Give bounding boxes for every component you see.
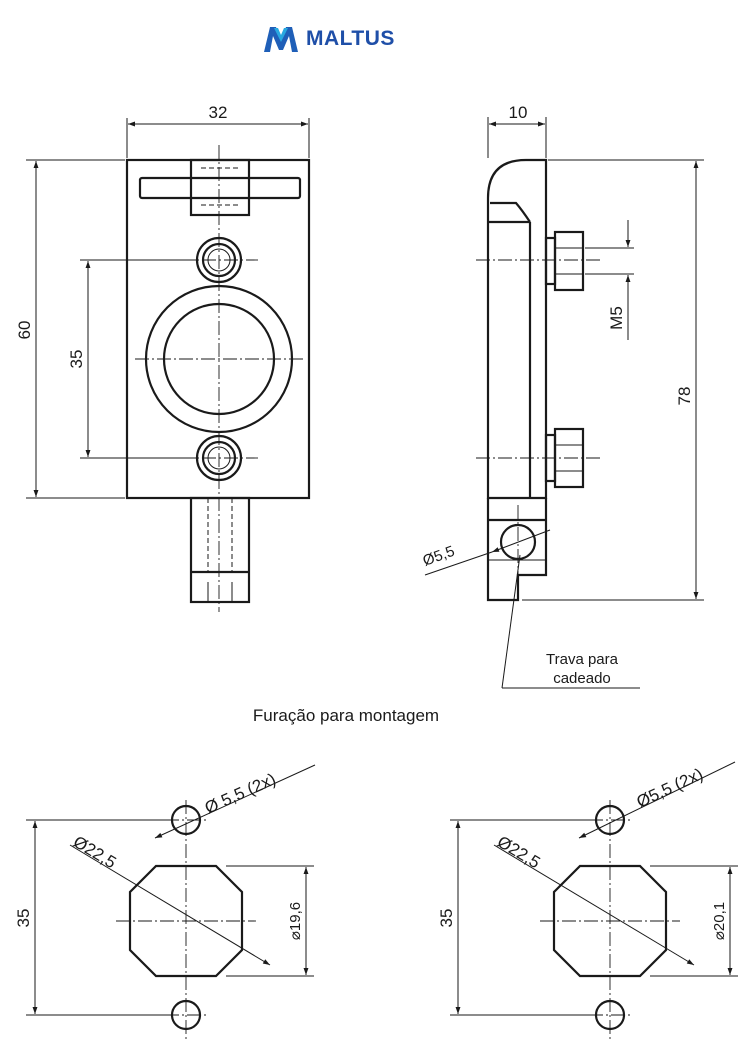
front-hinge-bar bbox=[138, 176, 302, 200]
front-height-dimension: 60 bbox=[15, 321, 34, 340]
side-length-dimension: 78 bbox=[675, 387, 694, 406]
front-width-dimension: 32 bbox=[209, 103, 228, 122]
mount-left-hole-dimension: Ø 5,5 (2x) bbox=[202, 770, 279, 818]
lock-note-line1: Trava para bbox=[546, 651, 619, 668]
side-upper-nut bbox=[553, 230, 585, 292]
mounting-left: 35 ⌀19,6 Ø22,5 Ø 5,5 (2x) bbox=[14, 764, 316, 1040]
logo-text: MALTUS bbox=[306, 27, 395, 50]
mount-right-hole-dimension: Ø5,5 (2x) bbox=[634, 764, 706, 811]
mount-right-diameter-dimension: Ø22,5 bbox=[494, 832, 543, 872]
side-thickness-dimension: 10 bbox=[509, 103, 528, 122]
mount-left-spacing-dimension: 35 bbox=[14, 909, 33, 928]
mount-right-cutout bbox=[552, 864, 668, 978]
mounting-right: 35 ⌀20,1 Ø22,5 Ø5,5 (2x) bbox=[437, 761, 738, 1040]
front-hinge-block bbox=[189, 158, 251, 217]
maltus-m-logo-icon bbox=[264, 27, 298, 52]
mount-right-flat-dimension: ⌀20,1 bbox=[711, 902, 728, 940]
lock-note-line2: cadeado bbox=[553, 670, 611, 687]
mounting-title: Furação para montagem bbox=[253, 706, 439, 725]
front-view: 32 60 35 bbox=[15, 103, 311, 612]
mount-right-spacing-dimension: 35 bbox=[437, 909, 456, 928]
mount-left-flat-dimension: ⌀19,6 bbox=[287, 902, 304, 940]
front-hole-spacing-dimension: 35 bbox=[67, 350, 86, 369]
side-thread-dimension: M5 bbox=[607, 306, 626, 330]
side-latch bbox=[486, 498, 548, 602]
front-latch-tongue bbox=[189, 496, 251, 604]
maltus-logo: MALTUS bbox=[262, 24, 395, 54]
mount-left-diameter-dimension: Ø22,5 bbox=[70, 832, 119, 872]
side-body-outline bbox=[486, 158, 548, 500]
side-view: 10 78 M5 Ø5,5 Trava para cadeado bbox=[421, 103, 704, 689]
mount-left-cutout bbox=[128, 864, 244, 978]
